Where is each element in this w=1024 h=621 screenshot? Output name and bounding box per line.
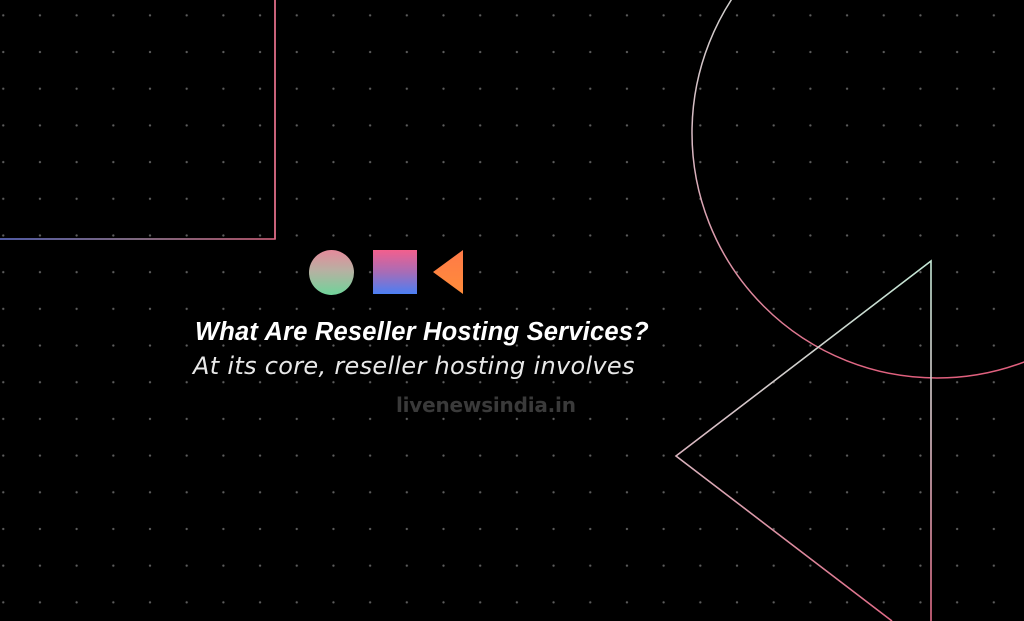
gradient-square-icon (373, 250, 417, 294)
site-watermark: livenewsindia.in (396, 393, 576, 417)
triangle-outline (674, 259, 932, 621)
gradient-circle-icon (309, 250, 354, 295)
article-title: What Are Reseller Hosting Services? (195, 318, 649, 346)
article-subtitle: At its core, reseller hosting involves (193, 352, 635, 380)
rectangle-outline (0, 0, 276, 240)
circle-outline (691, 0, 1024, 379)
orange-triangle-icon (433, 250, 463, 294)
